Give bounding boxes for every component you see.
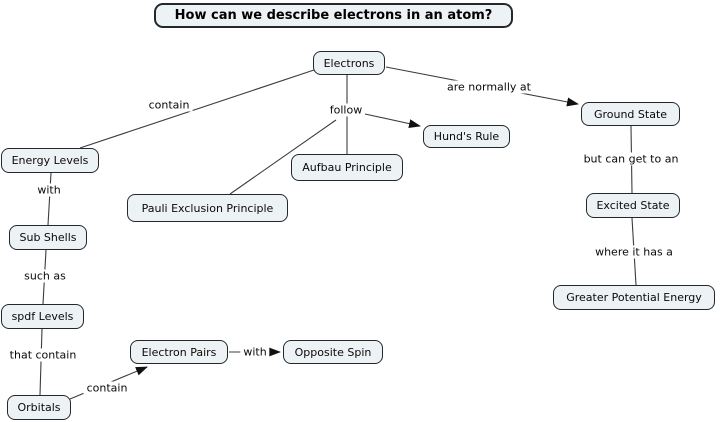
concept-opposite-spin[interactable]: Opposite Spin: [283, 340, 383, 364]
concept-excited-state[interactable]: Excited State: [586, 193, 680, 218]
concept-electrons[interactable]: Electrons: [313, 51, 385, 75]
connector-follow-to-hunds-rule: [364, 113, 421, 129]
concept-greater-potential-energy[interactable]: Greater Potential Energy: [553, 285, 715, 310]
concept-electron-pairs[interactable]: Electron Pairs: [130, 340, 228, 364]
concept-spdf-levels[interactable]: spdf Levels: [1, 304, 84, 329]
link-label-with-opposite-spin[interactable]: with: [240, 345, 270, 359]
link-label-are-normally-at[interactable]: are normally at: [444, 80, 534, 94]
concept-pauli-exclusion-principle[interactable]: Pauli Exclusion Principle: [127, 194, 288, 222]
link-label-contain-energy-levels[interactable]: contain: [145, 98, 193, 112]
concept-orbitals[interactable]: Orbitals: [7, 395, 71, 420]
map-title[interactable]: How can we describe electrons in an atom…: [154, 3, 513, 28]
link-label-with-sub-shells[interactable]: with: [34, 183, 64, 197]
link-label-follow[interactable]: follow: [326, 103, 366, 117]
concept-sub-shells[interactable]: Sub Shells: [9, 225, 87, 250]
concept-ground-state[interactable]: Ground State: [581, 102, 680, 126]
concept-hunds-rule[interactable]: Hund's Rule: [423, 125, 510, 148]
connector-spdf-levels-to-orbitals: [39, 328, 43, 396]
concept-energy-levels[interactable]: Energy Levels: [1, 148, 99, 173]
link-label-contain-electron-pairs[interactable]: contain: [83, 381, 131, 395]
link-label-such-as[interactable]: such as: [21, 269, 69, 283]
connector-follow-to-pauli-exclusion: [229, 119, 337, 195]
concept-aufbau-principle[interactable]: Aufbau Principle: [291, 154, 403, 181]
connector-electrons-to-energy-levels: [79, 69, 315, 149]
connector-energy-levels-to-sub-shells: [47, 172, 52, 226]
link-label-but-can-get-to-an[interactable]: but can get to an: [580, 152, 682, 166]
link-label-that-contain[interactable]: that contain: [6, 348, 80, 362]
link-label-where-it-has-a[interactable]: where it has a: [592, 245, 676, 259]
